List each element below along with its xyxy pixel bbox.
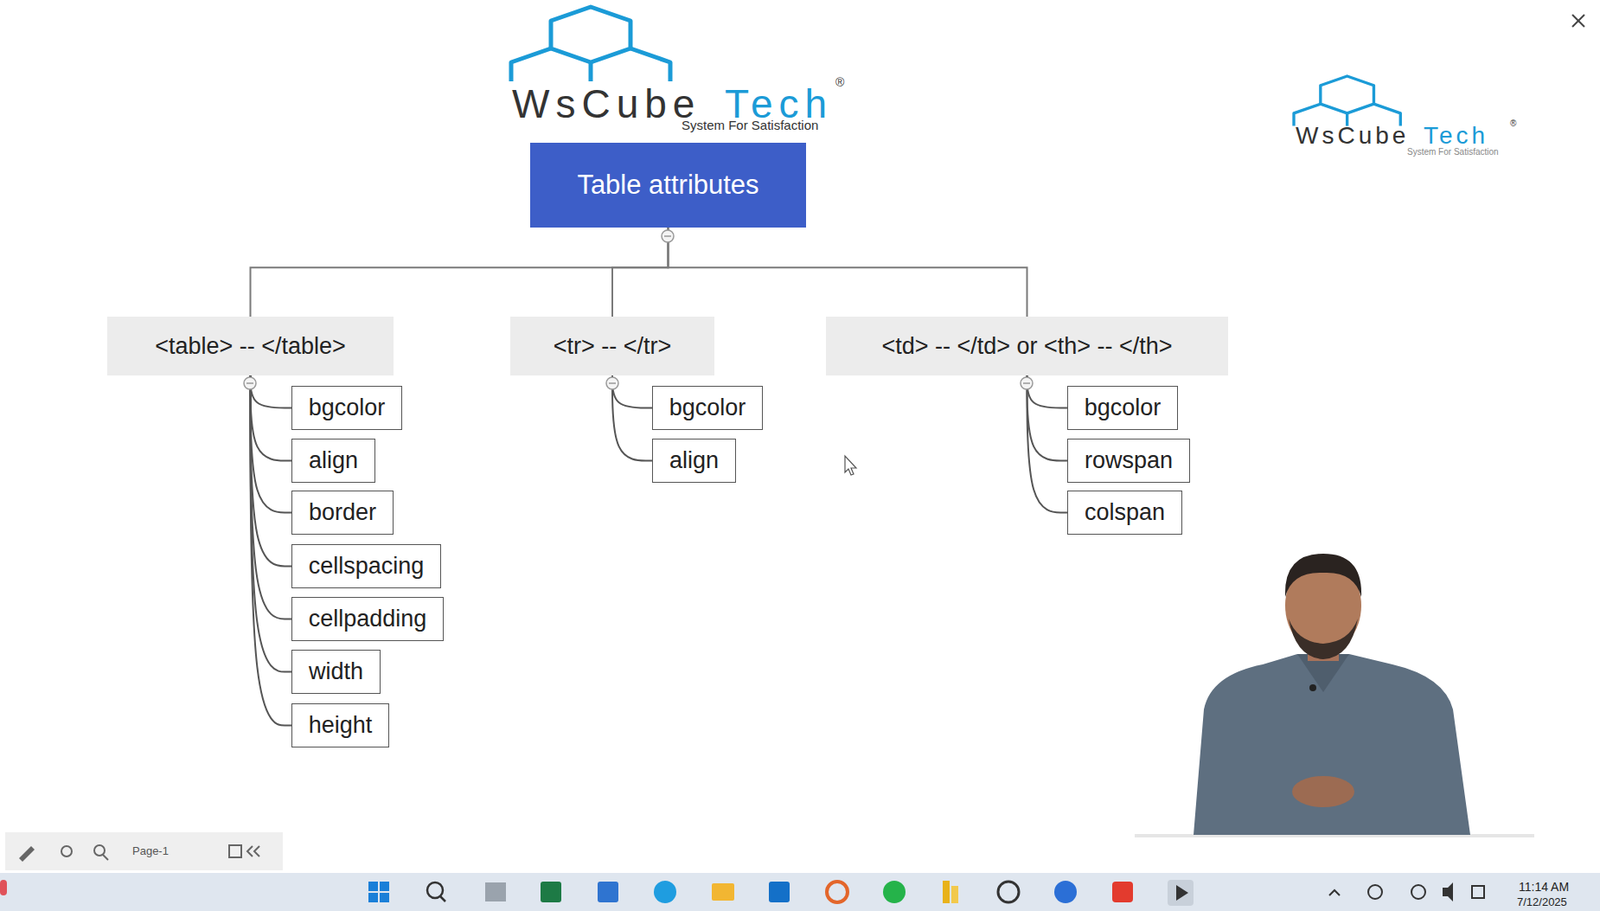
node-text: cellpadding bbox=[308, 605, 428, 633]
node-text: Table attributes bbox=[576, 169, 759, 201]
attribute-box: align bbox=[291, 438, 376, 483]
node-text: bgcolor bbox=[669, 394, 747, 422]
tree-connector bbox=[1027, 375, 1069, 461]
tree-connector bbox=[668, 227, 1028, 317]
node-text: colspan bbox=[1084, 499, 1165, 526]
close-icon bbox=[1572, 14, 1585, 27]
tree-connector bbox=[250, 375, 293, 726]
presenter-figure bbox=[1134, 553, 1535, 838]
logo-hexagons bbox=[511, 6, 671, 82]
node-text: rowspan bbox=[1084, 447, 1173, 474]
attribute-box: height bbox=[291, 703, 390, 748]
attribute-box: cellspacing bbox=[291, 544, 442, 589]
attribute-box: align bbox=[652, 438, 736, 483]
tag-box: <td> -- </td> or <th> -- </th> bbox=[825, 316, 1229, 376]
tree-connector bbox=[250, 375, 293, 513]
mouse-cursor bbox=[844, 455, 857, 475]
attribute-box: bgcolor bbox=[291, 385, 403, 430]
node-text: bgcolor bbox=[308, 394, 386, 422]
logo-tagline: System For Satisfaction bbox=[1407, 147, 1499, 157]
node-text: width bbox=[308, 658, 364, 685]
root-box: Table attributes bbox=[530, 142, 807, 228]
attribute-box: border bbox=[291, 490, 394, 535]
tree-connector bbox=[250, 375, 293, 567]
tree-connector bbox=[612, 375, 653, 461]
logo-word: WsCube bbox=[1295, 123, 1409, 148]
tree-connector bbox=[612, 227, 669, 317]
logo-word: WsCube bbox=[512, 83, 701, 124]
attribute-box: colspan bbox=[1067, 490, 1183, 535]
viewer-toolbar bbox=[5, 832, 283, 871]
node-text: <table> -- </table> bbox=[154, 332, 346, 360]
node-text: <tr> -- </tr> bbox=[553, 332, 672, 360]
page-indicator: Page-1 bbox=[132, 844, 169, 857]
clock-time: 11:14 AM bbox=[1518, 880, 1569, 893]
node-text: align bbox=[308, 447, 359, 474]
attribute-box: width bbox=[291, 649, 381, 694]
logo-tagline: System For Satisfaction bbox=[681, 118, 819, 132]
tag-box: <tr> -- </tr> bbox=[510, 316, 715, 376]
node-text: height bbox=[308, 711, 373, 739]
attribute-box: bgcolor bbox=[1067, 385, 1178, 430]
node-text: bgcolor bbox=[1084, 394, 1162, 422]
taskbar bbox=[0, 872, 1600, 911]
tag-box: <table> -- </table> bbox=[107, 316, 394, 376]
node-text: border bbox=[308, 499, 377, 526]
registered-mark: ® bbox=[1510, 119, 1517, 128]
tree-connector bbox=[250, 227, 669, 317]
logo-hexagons-small bbox=[1293, 76, 1401, 127]
node-text: cellspacing bbox=[308, 552, 425, 580]
tree-connector bbox=[250, 375, 293, 461]
attribute-box: cellpadding bbox=[291, 596, 444, 641]
node-text: <td> -- </td> or <th> -- </th> bbox=[881, 332, 1172, 360]
attribute-box: rowspan bbox=[1067, 438, 1191, 483]
tree-connector bbox=[1027, 375, 1069, 513]
tree-connector bbox=[250, 375, 293, 409]
tree-connector bbox=[1027, 375, 1069, 409]
clock-date: 7/12/2025 bbox=[1516, 896, 1568, 908]
attribute-box: bgcolor bbox=[652, 385, 763, 430]
logo-word: Tech bbox=[1423, 123, 1489, 148]
registered-mark: ® bbox=[835, 76, 845, 89]
node-text: align bbox=[669, 447, 719, 474]
tree-connector bbox=[250, 375, 293, 620]
tree-connector bbox=[250, 375, 293, 672]
